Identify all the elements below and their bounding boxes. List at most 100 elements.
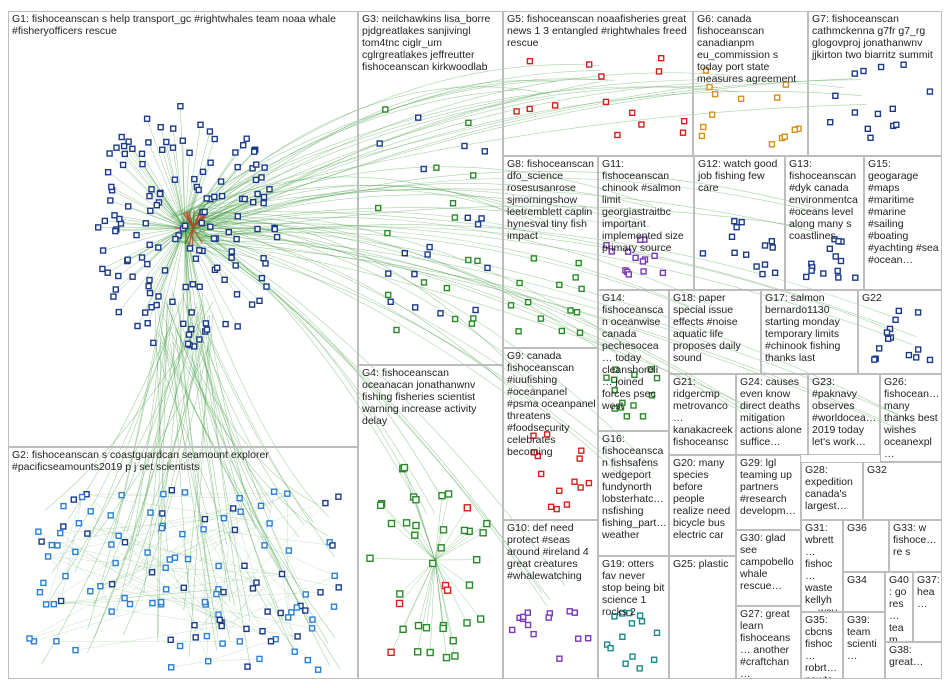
graph-node bbox=[384, 229, 391, 237]
graph-node bbox=[915, 346, 922, 353]
graph-node bbox=[585, 479, 593, 487]
graph-node bbox=[547, 503, 555, 510]
group-box-g28: G28: expedition canada's largest… bbox=[801, 462, 863, 520]
graph-node bbox=[837, 257, 845, 265]
graph-node bbox=[220, 515, 228, 522]
graph-node bbox=[607, 645, 614, 652]
graph-edge-curve bbox=[175, 329, 318, 505]
graph-node bbox=[236, 495, 243, 502]
graph-node bbox=[578, 285, 585, 293]
graph-node bbox=[150, 339, 157, 347]
graph-edge-curve bbox=[178, 240, 747, 413]
group-label-g33: G33: w fishoce… re s bbox=[893, 522, 937, 558]
graph-edge-curve bbox=[196, 177, 814, 227]
graph-node bbox=[197, 121, 204, 129]
graph-node bbox=[375, 204, 382, 212]
graph-edge bbox=[184, 227, 264, 259]
graph-node bbox=[611, 387, 618, 394]
graph-edge bbox=[402, 559, 436, 630]
graph-node bbox=[387, 648, 395, 656]
graph-node bbox=[385, 270, 392, 277]
graph-edge bbox=[53, 589, 219, 605]
graph-edge bbox=[426, 559, 436, 628]
graph-node bbox=[254, 225, 261, 233]
graph-edge-curve bbox=[185, 226, 522, 406]
graph-edge bbox=[434, 531, 470, 561]
group-box-g32: G32 bbox=[863, 462, 942, 520]
group-label-g39: G39: team scienti… bbox=[847, 614, 877, 662]
graph-node bbox=[470, 172, 477, 179]
graph-edge-curve bbox=[199, 230, 566, 587]
graph-node bbox=[256, 655, 263, 663]
graph-edge-curve bbox=[191, 321, 231, 604]
graph-edge bbox=[434, 559, 444, 629]
graph-node bbox=[820, 270, 827, 277]
graph-edge bbox=[182, 534, 195, 626]
graph-edge bbox=[380, 505, 436, 561]
graph-node bbox=[629, 653, 636, 660]
graph-node bbox=[144, 320, 151, 327]
graph-node bbox=[768, 141, 776, 148]
group-label-g15: G15: geogarage #maps #maritime #marine #… bbox=[868, 158, 939, 266]
graph-node bbox=[524, 621, 532, 629]
graph-node bbox=[474, 257, 481, 265]
group-label-g1: G1: fishoceanscan s help transport_gc #r… bbox=[12, 13, 336, 37]
graph-node bbox=[651, 252, 658, 260]
graph-node bbox=[160, 490, 167, 498]
graph-node bbox=[145, 139, 152, 146]
graph-node bbox=[138, 150, 146, 158]
graph-node bbox=[472, 306, 479, 314]
graph-node bbox=[175, 232, 182, 239]
graph-edge bbox=[41, 541, 166, 568]
group-box-g29: G29: lgl teaming up partners #research d… bbox=[736, 455, 801, 530]
graph-node bbox=[702, 67, 710, 74]
graph-edge-curve bbox=[137, 304, 174, 536]
graph-node bbox=[243, 625, 250, 633]
graph-edge bbox=[45, 496, 83, 605]
group-box-g34: G34 bbox=[843, 572, 885, 612]
graph-edge-curve bbox=[172, 217, 713, 306]
graph-edge bbox=[184, 227, 260, 301]
graph-node bbox=[259, 628, 266, 635]
graph-node bbox=[252, 161, 260, 168]
graph-node bbox=[835, 237, 842, 245]
graph-node bbox=[474, 221, 482, 228]
graph-node bbox=[234, 323, 241, 330]
graph-node bbox=[393, 326, 400, 334]
graph-edge bbox=[86, 494, 270, 524]
graph-edge-curve bbox=[183, 86, 552, 225]
graph-node bbox=[198, 219, 205, 227]
graph-node bbox=[146, 289, 154, 297]
graph-node bbox=[108, 183, 115, 191]
graph-edge-curve bbox=[41, 301, 198, 665]
graph-node bbox=[115, 308, 123, 316]
graph-node bbox=[876, 345, 883, 352]
group-label-g40: G40: go res… team bbox=[889, 574, 909, 642]
group-box-g18: G18: paper special issue effects #noise … bbox=[669, 290, 761, 374]
graph-node bbox=[781, 133, 788, 140]
graph-edge-curve bbox=[180, 207, 641, 231]
graph-node bbox=[218, 622, 225, 630]
graph-edge bbox=[100, 496, 339, 587]
graph-edge bbox=[114, 215, 186, 229]
graph-node bbox=[225, 228, 233, 236]
graph-edge bbox=[48, 556, 116, 564]
graph-edge-curve bbox=[195, 326, 288, 581]
graph-edge bbox=[203, 529, 333, 546]
graph-node bbox=[743, 251, 750, 258]
graph-node bbox=[636, 612, 644, 619]
group-box-g7: G7: fishoceanscan cathmckenna g7fr g7_rg… bbox=[808, 11, 942, 156]
graph-edge bbox=[180, 106, 186, 229]
graph-node bbox=[737, 95, 745, 103]
graph-edge-curve bbox=[199, 225, 616, 352]
graph-node bbox=[106, 150, 113, 157]
graph-node bbox=[377, 501, 385, 509]
graph-node bbox=[249, 585, 257, 592]
graph-edge bbox=[434, 495, 443, 561]
graph-node bbox=[167, 664, 175, 671]
graph-node bbox=[728, 233, 736, 241]
graph-edge-curve bbox=[177, 239, 435, 514]
graph-node bbox=[236, 638, 244, 645]
graph-node bbox=[826, 245, 833, 253]
graph-edge bbox=[203, 529, 298, 637]
